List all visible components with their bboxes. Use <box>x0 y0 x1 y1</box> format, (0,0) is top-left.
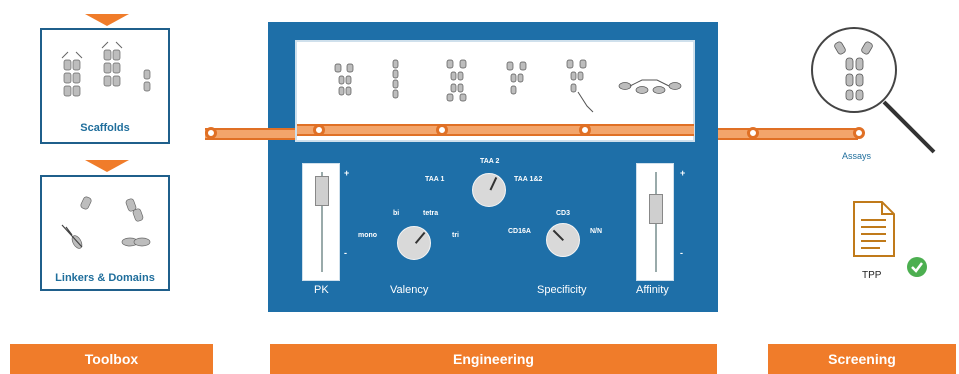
valency-label: Valency <box>390 284 429 296</box>
specificity-knob-pointer <box>552 229 564 241</box>
stage-engineering: Engineering <box>270 344 717 374</box>
taa-option-1-2: TAA 1&2 <box>514 176 543 183</box>
stage-screening: Screening <box>768 344 956 374</box>
belt-node <box>747 127 759 139</box>
pk-label: PK <box>314 284 329 296</box>
document-icon <box>853 201 895 257</box>
belt-node <box>313 124 325 136</box>
taa-option-2: TAA 2 <box>480 158 500 165</box>
specificity-option-cd16a: CD16A <box>508 228 531 235</box>
specificity-knob[interactable] <box>546 223 580 257</box>
affinity-label: Affinity <box>636 284 669 296</box>
belt-node <box>853 127 865 139</box>
scaffolds-box[interactable]: Scaffolds <box>40 28 170 144</box>
affinity-slider[interactable] <box>636 163 674 281</box>
pk-minus: - <box>344 248 347 258</box>
linkers-arrow <box>85 160 129 172</box>
scaffold-molecules <box>61 41 151 97</box>
pk-slider-track <box>321 172 323 272</box>
pk-slider[interactable] <box>302 163 340 281</box>
valency-option-tetra: tetra <box>423 210 439 217</box>
specificity-option-cd3: CD3 <box>556 210 571 217</box>
assays-label: Assays <box>842 151 872 161</box>
magnifier-icon <box>811 27 936 154</box>
stage-toolbox: Toolbox <box>10 344 213 374</box>
affinity-plus: + <box>680 168 686 178</box>
tpp-label: TPP <box>862 270 882 281</box>
taa-knob-pointer <box>489 176 498 191</box>
pipeline-belt-middle <box>297 124 694 136</box>
pk-slider-thumb[interactable] <box>315 176 329 206</box>
linkers-domains-box[interactable]: Linkers & Domains <box>40 175 170 291</box>
belt-node <box>205 127 217 139</box>
valency-option-tri: tri <box>452 232 459 239</box>
valency-option-mono: mono <box>358 232 378 239</box>
affinity-slider-thumb[interactable] <box>649 194 663 224</box>
pk-plus: + <box>344 168 350 178</box>
taa-knob[interactable] <box>472 173 506 207</box>
scaffolds-arrow <box>85 14 129 26</box>
specificity-option-nn: N/N <box>590 228 603 235</box>
scaffolds-label: Scaffolds <box>80 122 130 134</box>
linker-domain-molecules <box>61 196 151 249</box>
valency-knob-pointer <box>414 231 426 244</box>
check-icon <box>907 257 927 277</box>
belt-node <box>436 124 448 136</box>
belt-node <box>579 124 591 136</box>
taa-option-1: TAA 1 <box>425 176 445 183</box>
linkers-domains-label: Linkers & Domains <box>55 272 155 284</box>
affinity-minus: - <box>680 248 683 258</box>
valency-option-bi: bi <box>393 210 400 217</box>
valency-knob[interactable] <box>397 226 431 260</box>
pipeline-belt-left <box>205 128 295 140</box>
engineered-antibody-formats <box>334 59 682 113</box>
specificity-label: Specificity <box>537 284 587 296</box>
